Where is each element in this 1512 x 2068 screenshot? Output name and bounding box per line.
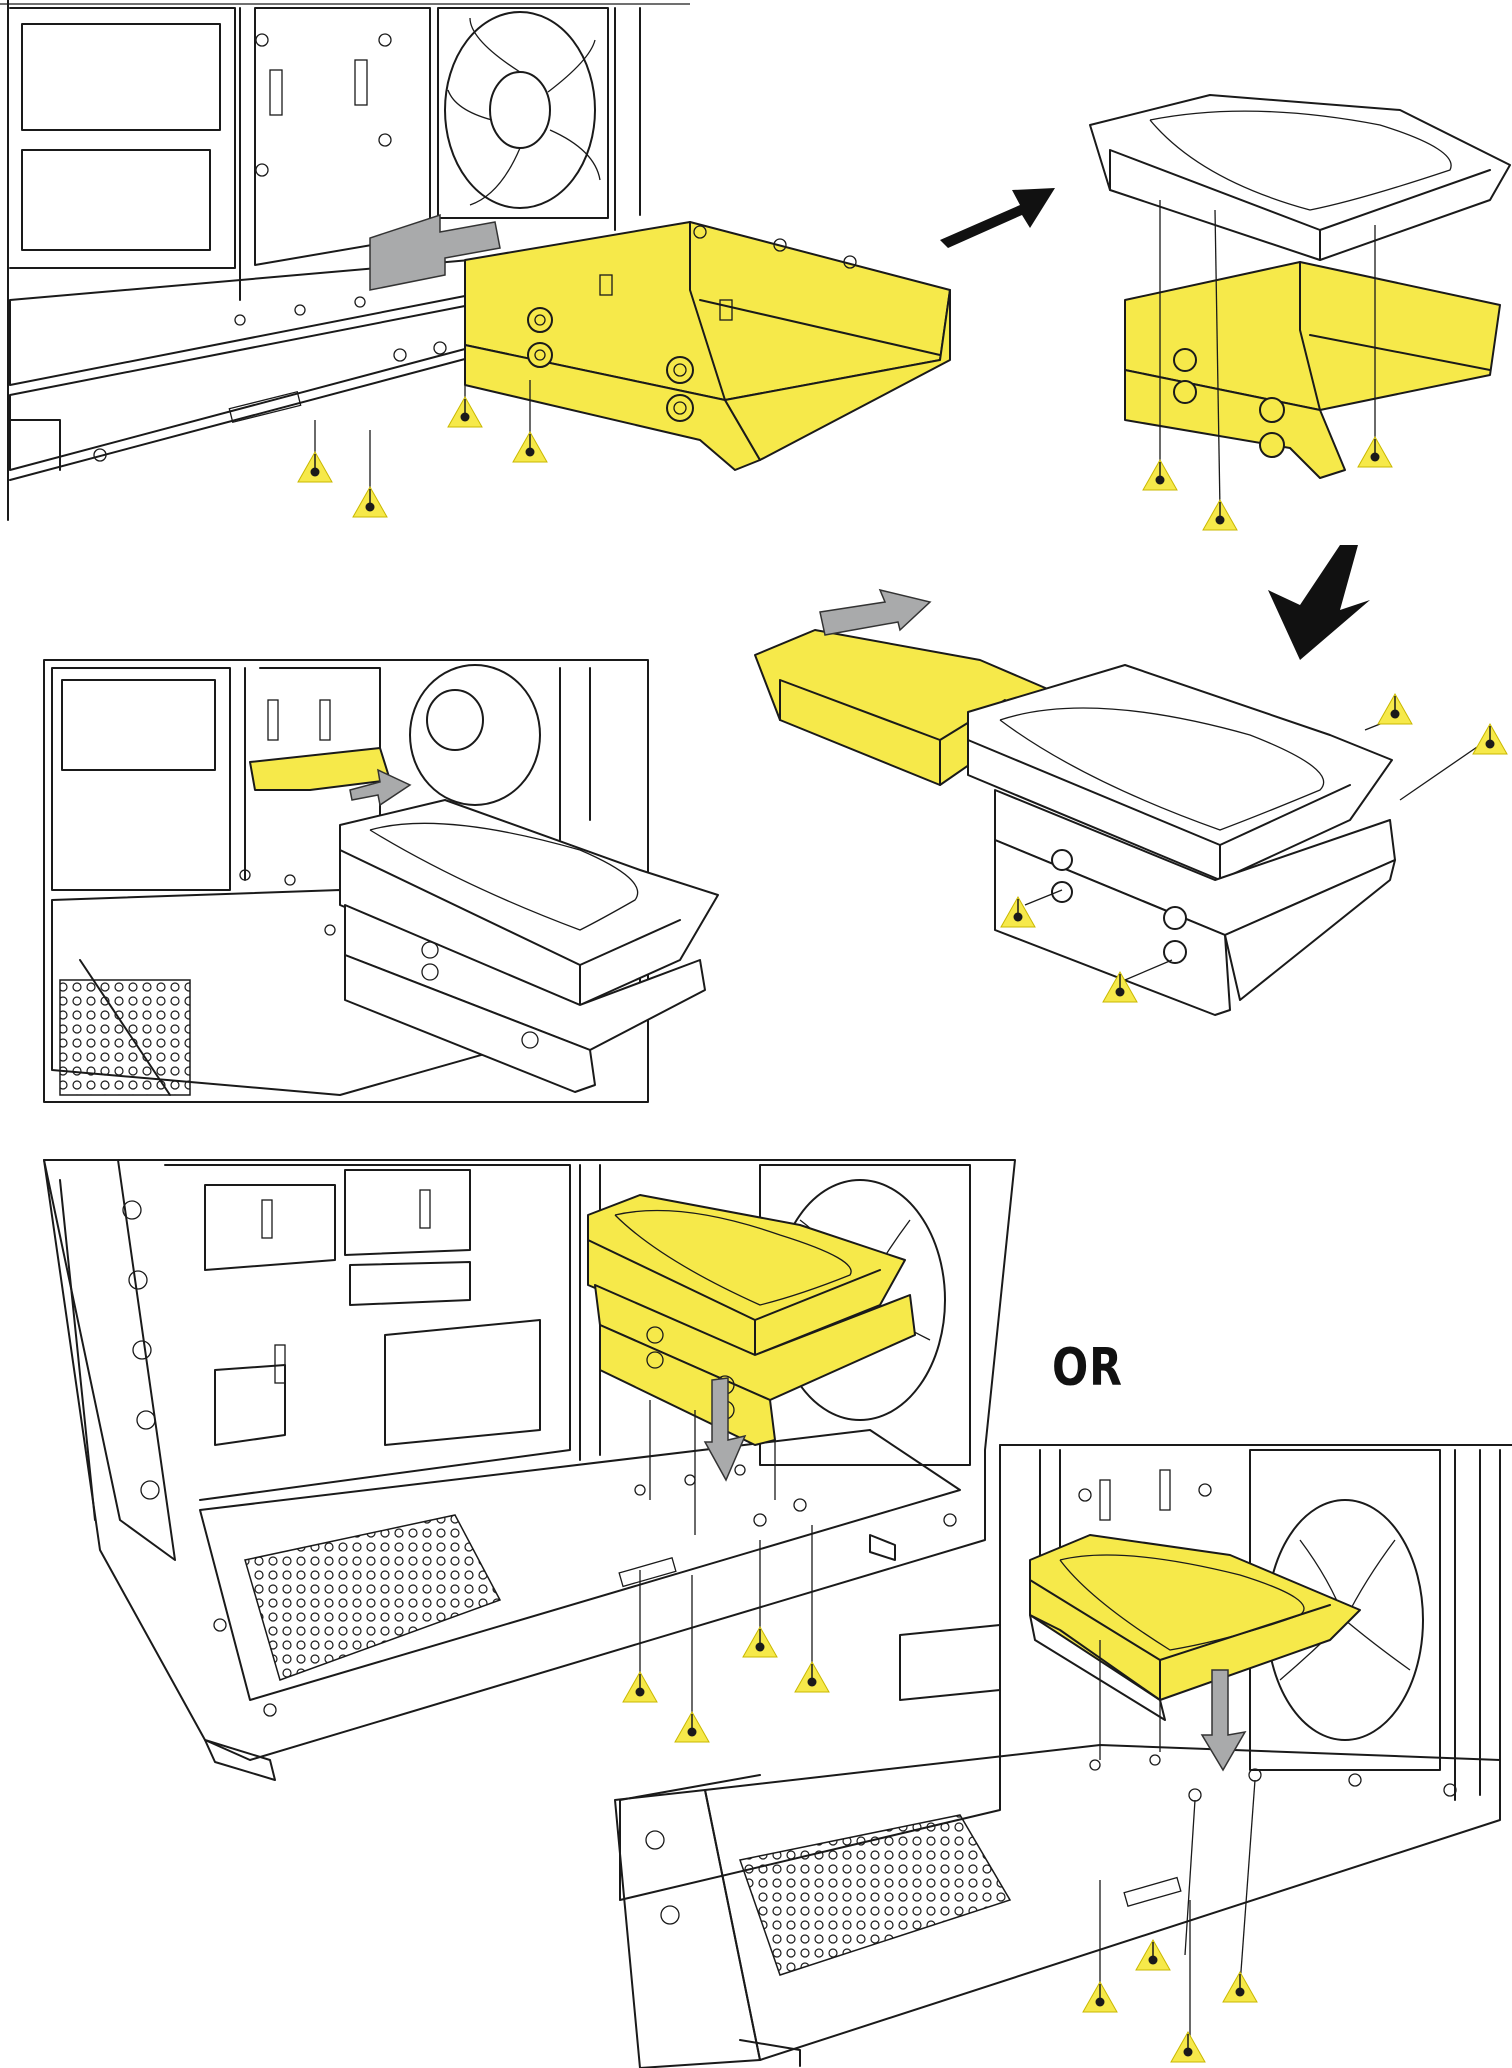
- black-arrow-icon: [1268, 545, 1370, 660]
- screw-icon: [447, 396, 483, 428]
- screw-icon: [742, 1626, 778, 1658]
- panel-hdd-to-bracket: [1089, 94, 1511, 531]
- hdd-pair-highlighted: [587, 1194, 916, 1446]
- screw-icon: [674, 1711, 710, 1743]
- screw-icon: [1142, 459, 1178, 491]
- screw-icon: [622, 1671, 658, 1703]
- screw-icon: [1472, 723, 1508, 755]
- panel-case-bracket-removal: [0, 0, 951, 521]
- screw-icon: [1222, 1971, 1258, 2003]
- install-down-hint-arrow: [1200, 1669, 1247, 1772]
- panel-installed-dual-drives-inset: [43, 659, 719, 1103]
- slide-in-hint-arrow: [819, 588, 932, 636]
- screw-icon: [1082, 1981, 1118, 2013]
- slide-out-hint-arrow: [369, 213, 501, 291]
- screw-icon: [1170, 2031, 1206, 2063]
- screw-icon: [512, 431, 548, 463]
- screw-icon: [1377, 693, 1413, 725]
- panel-case-lower-mount-alternative: [614, 1444, 1512, 2068]
- case-fan-icon: [437, 7, 609, 219]
- screw-icon: [1357, 436, 1393, 468]
- screw-icon: [1135, 1939, 1171, 1971]
- black-arrow-icon: [940, 188, 1055, 248]
- screw-icon: [352, 486, 388, 518]
- screw-icon: [297, 451, 333, 483]
- screw-icon: [794, 1661, 830, 1693]
- install-down-hint-arrow: [703, 1377, 747, 1482]
- hdd-bracket-highlighted: [464, 221, 951, 471]
- or-label: OR: [1052, 1338, 1123, 1398]
- screw-icon: [1202, 499, 1238, 531]
- panel-case-upper-mount: [43, 1159, 1016, 1781]
- panel-dual-drive-mount: [754, 588, 1508, 1016]
